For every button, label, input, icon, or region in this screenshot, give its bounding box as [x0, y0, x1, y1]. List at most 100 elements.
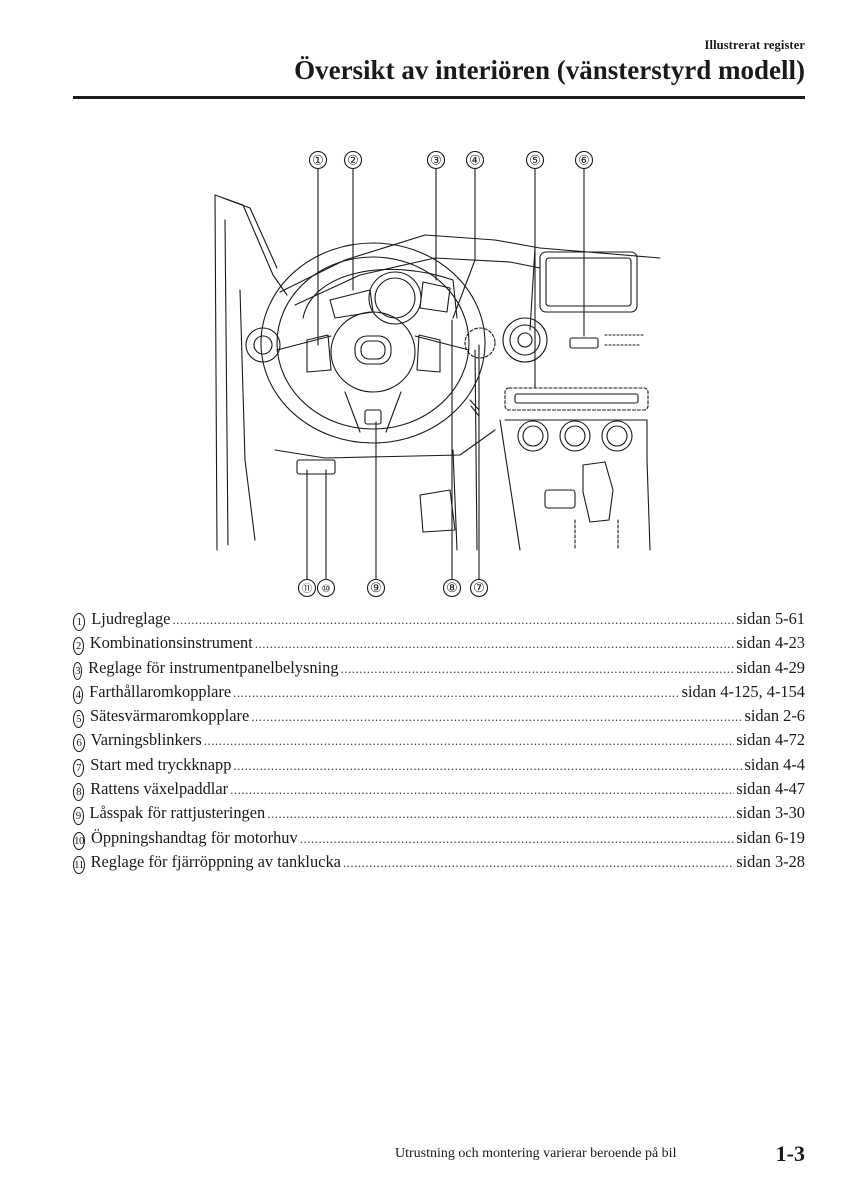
seat-heater-switches-shape [514, 393, 639, 404]
legend-number-badge: 5 [73, 710, 84, 729]
callout-7: ⑦ [469, 344, 489, 598]
legend-item[interactable]: 7 Start med tryckknapp sidan 4-4 [73, 753, 805, 777]
legend-label: Varningsblinkers [90, 730, 202, 750]
legend-number-badge: 10 [73, 831, 85, 850]
legend-item[interactable]: 11 Reglage för fjärröppning av tanklucka s… [73, 850, 805, 874]
legend-item[interactable]: 2 Kombinationsinstrument sidan 4-23 [73, 631, 805, 656]
callout-4: ④ [452, 150, 485, 319]
legend-page-ref[interactable]: sidan 3-28 [736, 851, 805, 871]
legend-number-badge: 3 [73, 661, 83, 680]
legend-page-ref[interactable]: sidan 4-72 [736, 730, 805, 750]
legend-dot-leader [204, 729, 735, 753]
legend-list: 1 Ljudreglage sidan 5-61 2 Kombinationsinst… [73, 607, 805, 874]
legend-page-ref[interactable]: sidan 4-4 [744, 754, 805, 774]
legend-page-ref[interactable]: sidan 6-19 [736, 827, 805, 847]
legend-label: Rattens växelpaddlar [90, 779, 229, 799]
callout-8: ⑧ [442, 319, 462, 598]
legend-page-ref[interactable]: sidan 2-6 [744, 706, 805, 726]
climate-dials [504, 419, 648, 461]
legend-dot-leader [300, 827, 735, 851]
legend-number-badge: 6 [73, 734, 85, 753]
legend-label: Farthållaromkopplare [89, 681, 232, 701]
legend-number-badge: 4 [73, 685, 84, 704]
instrument-cluster [302, 268, 458, 325]
legend-item[interactable]: 3 Reglage för instrumentpanelbelysning sid… [73, 656, 805, 680]
svg-text:②: ② [347, 153, 359, 168]
footer-note: Utrustning och montering varierar beroen… [395, 1146, 677, 1161]
legend-number-badge: 8 [73, 783, 85, 802]
svg-text:⑤: ⑤ [529, 153, 541, 168]
a-pillar [214, 194, 288, 551]
callout-1: ① [308, 150, 328, 346]
legend-dot-leader [343, 851, 734, 875]
legend-number-badge: 2 [73, 637, 84, 656]
legend-label: Ljudreglage [91, 609, 171, 628]
callout-11: ⑪ [297, 469, 317, 598]
title-rule [73, 96, 805, 99]
legend-item[interactable]: 9 Låsspak för rattjusteringen sidan 3-30 [73, 801, 805, 826]
legend-item[interactable]: 4 Farthållaromkopplare sidan 4-125, 4-154 [73, 680, 805, 704]
legend-number-badge: 11 [73, 855, 85, 874]
page-title: Översikt av interiören (vänsterstyrd mod… [294, 55, 805, 85]
callout-5: ⑤ [525, 150, 545, 389]
legend-label: Öppningshandtag för motorhuv [91, 827, 298, 847]
svg-text:⑨: ⑨ [370, 580, 382, 595]
start-button-dashed-outline [464, 327, 496, 359]
callout-6: ⑥ [574, 150, 594, 337]
legend-label: Kombinationsinstrument [89, 633, 253, 653]
svg-text:③: ③ [430, 153, 442, 168]
bottom-callouts: ⑪ ⑩ ⑨ ⑧ ⑦ [297, 319, 489, 598]
callout-10: ⑩ [316, 469, 336, 598]
legend-dot-leader [251, 705, 742, 729]
legend-dot-leader [230, 778, 734, 802]
legend-label: Låsspak för rattjusteringen [89, 803, 266, 823]
legend-page-ref[interactable]: sidan 4-125, 4-154 [681, 681, 805, 701]
page-number: 1-3 [775, 1141, 805, 1166]
legend-label: Sätesvärmaromkopplare [89, 706, 250, 726]
interior-illustration: ① ② ③ ④ ⑤ ⑥ ⑪ ⑩ ⑨ ⑧ ⑦ [195, 140, 665, 605]
legend-dot-leader [172, 608, 734, 632]
seat-heater-dashed-outline [504, 387, 649, 411]
hazard-button-shape [569, 337, 599, 349]
legend-number-badge: 7 [73, 758, 85, 777]
center-console [499, 419, 651, 551]
legend-item[interactable]: 1 Ljudreglage sidan 5-61 [73, 607, 805, 631]
legend-label: Start med tryckknapp [90, 754, 232, 774]
callout-9: ⑨ [366, 421, 386, 598]
legend-label: Reglage för instrumentpanelbelysning [88, 657, 339, 677]
legend-page-ref[interactable]: sidan 4-23 [736, 633, 805, 653]
svg-text:⑥: ⑥ [578, 153, 590, 168]
legend-item[interactable]: 8 Rattens växelpaddlar sidan 4-47 [73, 777, 805, 802]
legend-label: Reglage för fjärröppning av tanklucka [90, 851, 341, 871]
left-air-vent [245, 327, 281, 363]
svg-text:⑦: ⑦ [473, 580, 485, 595]
section-label: Illustrerat register [704, 38, 805, 52]
legend-dot-leader [233, 681, 679, 705]
legend-number-badge: 1 [73, 613, 86, 631]
legend-item[interactable]: 5 Sätesvärmaromkopplare sidan 2-6 [73, 704, 805, 729]
legend-page-ref[interactable]: sidan 4-29 [736, 657, 805, 677]
legend-dot-leader [341, 657, 735, 681]
legend-dot-leader [255, 632, 735, 656]
infotainment-screen [539, 251, 638, 313]
steering-wheel [260, 242, 486, 444]
legend-page-ref[interactable]: sidan 5-61 [736, 609, 805, 628]
legend-page-ref[interactable]: sidan 3-30 [736, 803, 805, 823]
legend-item[interactable]: 6 Varningsblinkers sidan 4-72 [73, 728, 805, 753]
svg-text:⑩: ⑩ [322, 584, 331, 595]
legend-item[interactable]: 10 Öppningshandtag för motorhuv sidan 6-19 [73, 826, 805, 850]
svg-text:①: ① [312, 153, 324, 168]
svg-text:⑪: ⑪ [302, 583, 312, 595]
legend-dot-leader [267, 802, 734, 826]
dashboard-line-drawing: ① ② ③ ④ ⑤ ⑥ ⑪ ⑩ ⑨ ⑧ ⑦ [214, 150, 661, 598]
legend-page-ref[interactable]: sidan 4-47 [736, 779, 805, 799]
legend-dot-leader [233, 754, 742, 778]
callout-2: ② [343, 150, 363, 291]
right-air-vent [502, 317, 548, 363]
dashboard-top [279, 234, 661, 331]
svg-text:⑧: ⑧ [446, 580, 458, 595]
legend-number-badge: 9 [73, 807, 84, 826]
svg-text:④: ④ [469, 153, 481, 168]
lower-dash [274, 349, 496, 551]
callout-3: ③ [426, 150, 446, 281]
